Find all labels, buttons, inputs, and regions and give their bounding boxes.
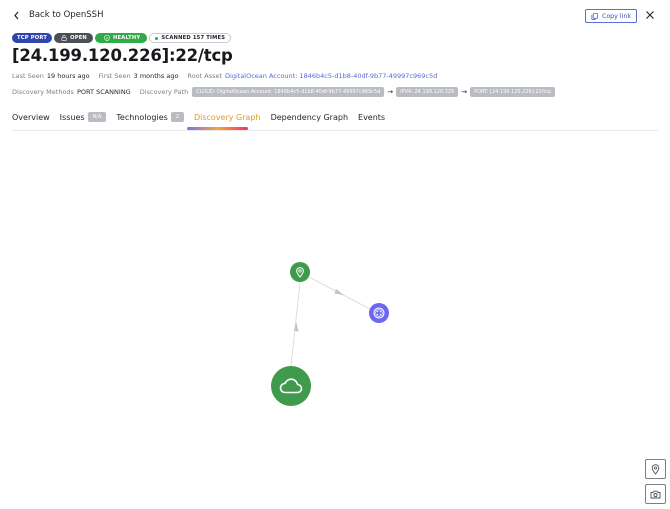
type-badge-label: TCP PORT — [17, 35, 48, 41]
tab-label: Discovery Graph — [193, 112, 261, 122]
arrow-right-icon: → — [387, 88, 394, 96]
discovery-path-label: Discovery Path — [139, 88, 189, 96]
discovery-methods-value: PORT SCANNING — [76, 88, 131, 96]
page-title: [24.199.120.226]:22/tcp — [12, 46, 233, 65]
scanned-badge-label: SCANNED 157 TIMES — [161, 35, 226, 41]
tab-dependency-graph[interactable]: Dependency Graph — [271, 111, 348, 123]
discovery-path-chip-cloud[interactable]: CLOUD: DigitalOcean Account: 1846b4c5-d1… — [192, 87, 385, 97]
last-seen-label: Last Seen — [12, 72, 44, 80]
state-badge: OPEN — [54, 33, 93, 43]
lock-open-icon — [61, 35, 67, 41]
tab-label: Issues — [59, 112, 85, 122]
tab-label: Dependency Graph — [270, 112, 349, 122]
tab-label: Events — [358, 112, 386, 122]
active-tab-indicator — [187, 127, 248, 130]
tab-count-badge: N/A — [87, 112, 107, 122]
cloud-icon — [279, 378, 303, 394]
first-seen-label: First Seen — [98, 72, 131, 80]
copy-link-label: Copy link — [601, 12, 632, 20]
discovery-path-chip-ipv4[interactable]: IPV4: 24.199.120.226 — [396, 87, 459, 97]
last-seen-value: 19 hours ago — [46, 72, 90, 80]
graph-node-ipv4[interactable] — [290, 262, 310, 282]
tab-overview[interactable]: Overview — [12, 111, 50, 123]
status-dot-icon — [155, 36, 159, 40]
health-badge: HEALTHY — [94, 33, 148, 43]
scanned-badge: SCANNED 157 TIMES — [149, 33, 232, 43]
first-seen-value: 3 months ago — [133, 72, 179, 80]
copy-link-button[interactable]: Copy link — [585, 9, 637, 23]
discovery-graph-canvas[interactable] — [0, 131, 670, 509]
graph-node-port[interactable] — [369, 303, 389, 323]
tab-events[interactable]: Events — [358, 111, 385, 123]
root-asset-link[interactable]: DigitalOcean Account: 1846b4c5-d1b8-40df… — [225, 72, 438, 80]
type-badge: TCP PORT — [12, 33, 53, 43]
tab-label: Technologies — [116, 112, 168, 122]
health-badge-label: HEALTHY — [112, 35, 141, 41]
close-icon[interactable] — [645, 10, 655, 20]
location-pin-icon — [651, 463, 660, 475]
status-badges: TCP PORT OPEN HEALTHY SCANNED 157 TIMES — [12, 33, 232, 43]
chevron-left-icon — [14, 11, 19, 19]
graph-node-cloud[interactable] — [271, 366, 311, 406]
tab-divider — [12, 130, 658, 131]
screenshot-button[interactable] — [645, 484, 666, 504]
back-link[interactable]: Back to OpenSSH — [13, 10, 103, 20]
meta-row-discovery: Discovery Methods PORT SCANNING Discover… — [12, 87, 556, 97]
graph-edges — [290, 276, 371, 367]
tab-label: Overview — [12, 112, 50, 122]
locate-node-button[interactable] — [645, 459, 666, 479]
root-asset-label: Root Asset — [187, 72, 223, 80]
meta-row-seen: Last Seen 19 hours ago First Seen 3 mont… — [12, 72, 437, 80]
back-link-label: Back to OpenSSH — [29, 10, 104, 20]
state-badge-label: OPEN — [70, 35, 87, 41]
shield-check-icon — [104, 35, 110, 41]
arrow-right-icon: → — [461, 88, 468, 96]
tab-discovery-graph[interactable]: Discovery Graph — [194, 111, 261, 123]
location-pin-icon — [296, 266, 304, 278]
copy-icon — [591, 12, 598, 20]
tab-count-badge: 2 — [170, 112, 184, 122]
port-icon — [373, 307, 385, 319]
camera-icon — [650, 490, 661, 498]
discovery-methods-label: Discovery Methods — [12, 88, 74, 96]
discovery-path-chip-port[interactable]: PORT: [24.199.120.226]:22/tcp — [470, 87, 556, 97]
